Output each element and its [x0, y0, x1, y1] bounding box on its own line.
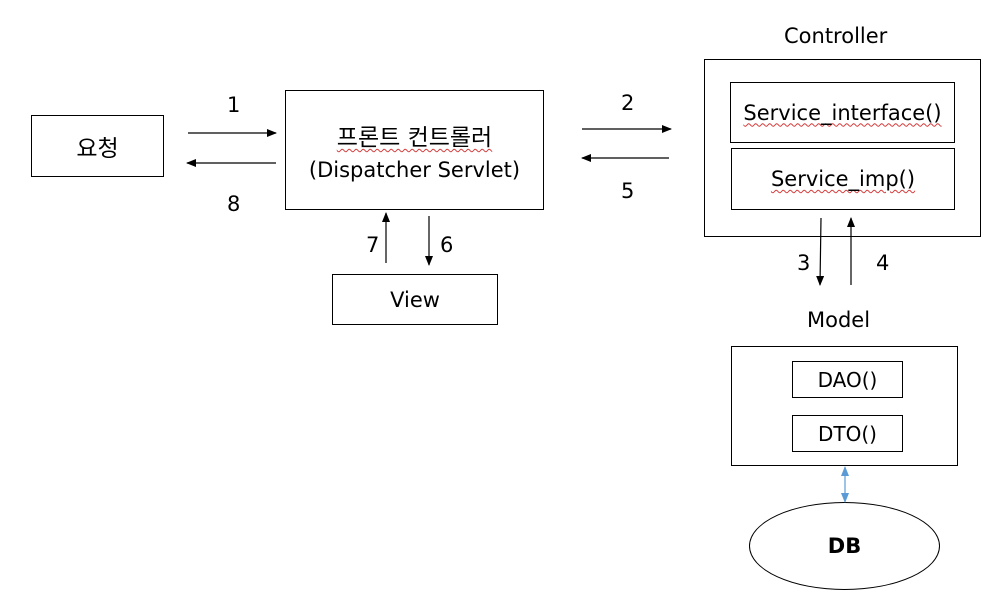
dao-label: DAO() — [817, 367, 878, 392]
step-7-label: 7 — [366, 233, 380, 257]
controller-title: Controller — [784, 24, 888, 48]
service-interface-label: Service_interface() — [743, 100, 942, 125]
view-label: View — [390, 287, 440, 312]
step-2-label: 2 — [621, 91, 635, 115]
step-1-label: 1 — [227, 93, 241, 117]
request-box: 요청 — [31, 115, 164, 177]
dao-box: DAO() — [792, 361, 903, 398]
step-5-label: 5 — [621, 179, 635, 203]
db-label: DB — [827, 534, 862, 558]
front-controller-box: 프론트 컨트롤러 (Dispatcher Servlet) — [285, 90, 544, 210]
view-box: View — [332, 274, 498, 325]
service-interface-box: Service_interface() — [730, 82, 955, 143]
front-controller-label-kr: 프론트 컨트롤러 — [336, 125, 493, 151]
dto-label: DTO() — [818, 421, 877, 446]
arrow-step-3 — [816, 217, 825, 286]
step-4-label: 4 — [876, 251, 890, 275]
service-imp-label: Service_imp() — [770, 167, 916, 191]
step-8-label: 8 — [227, 192, 241, 216]
request-label: 요청 — [76, 136, 119, 162]
dto-box: DTO() — [792, 415, 903, 452]
step-3-label: 3 — [797, 251, 811, 275]
front-controller-label-en: (Dispatcher Servlet) — [308, 158, 521, 182]
step-6-label: 6 — [440, 233, 454, 257]
model-title: Model — [807, 308, 871, 332]
service-imp-box: Service_imp() — [731, 148, 955, 210]
db-ellipse: DB — [749, 502, 940, 590]
